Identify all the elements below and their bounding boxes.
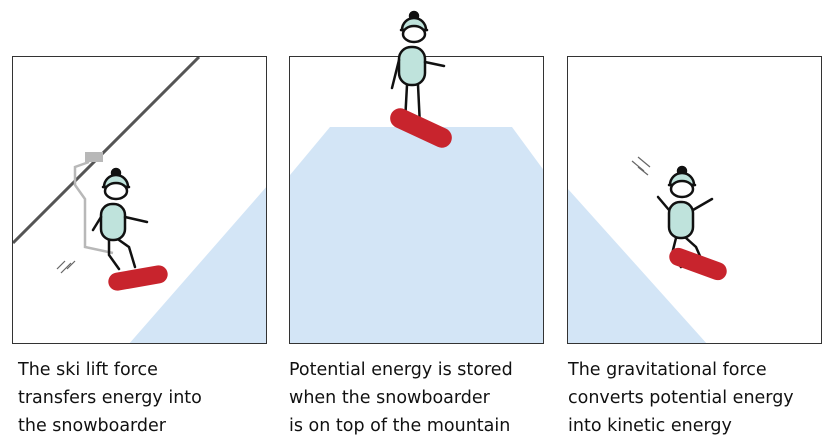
caption-line: into kinetic energy (568, 416, 732, 436)
mountain-top-scene (290, 127, 543, 343)
caption-line: Potential energy is stored (289, 360, 513, 380)
snowboarder-riding-lift (91, 167, 149, 271)
caption-ski-lift: The ski lift force transfers energy into… (18, 356, 202, 440)
lift-cable (13, 57, 201, 245)
caption-line: is on top of the mountain (289, 416, 511, 436)
snowboard (108, 265, 168, 291)
caption-line: The ski lift force (18, 360, 158, 380)
caption-line: The gravitational force (568, 360, 767, 380)
panel-ski-lift (12, 56, 267, 344)
caption-line: converts potential energy (568, 388, 794, 408)
panel-downhill (567, 56, 822, 344)
motion-lines (631, 156, 651, 176)
ski-lift-chair (73, 152, 114, 255)
caption-gravitational-force: The gravitational force converts potenti… (568, 356, 794, 440)
snowboard (390, 108, 452, 148)
ski-lift-scene (13, 57, 266, 343)
caption-line: the snowboarder (18, 416, 167, 436)
motion-lines (56, 260, 76, 274)
snowboarder-on-top (390, 10, 452, 148)
snowboarder-downhill (656, 165, 714, 269)
caption-line: transfers energy into (18, 388, 202, 408)
mountain (290, 127, 543, 343)
downhill-scene (568, 156, 727, 343)
snowboard (669, 247, 727, 281)
caption-potential-energy: Potential energy is stored when the snow… (289, 356, 513, 440)
panel-top-of-mountain (289, 56, 544, 344)
caption-line: when the snowboarder (289, 388, 490, 408)
snow-slope (129, 187, 266, 343)
